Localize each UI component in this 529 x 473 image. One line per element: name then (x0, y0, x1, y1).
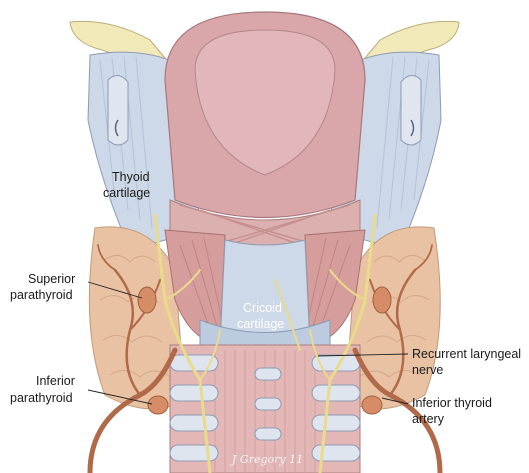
label-inferior-thyroid-artery-1: Inferior thyroid (412, 396, 492, 410)
label-recurrent-laryngeal-1: Recurrent laryngeal (412, 347, 521, 361)
label-thyroid-cartilage-2: cartilage (103, 186, 150, 200)
label-cricoid-cartilage-2: cartilage (237, 317, 284, 331)
label-cricoid-cartilage-1: Cricoid (243, 301, 282, 315)
label-inferior-parathyroid-2: parathyroid (10, 391, 73, 405)
artist-signature: J Gregory 11 (230, 453, 303, 466)
label-inferior-parathyroid-1: Inferior (36, 374, 75, 388)
epiglottis (165, 12, 365, 218)
label-inferior-thyroid-artery-2: artery (412, 412, 445, 426)
label-superior-parathyroid-1: Superior (28, 272, 75, 286)
label-recurrent-laryngeal-2: nerve (412, 363, 443, 377)
label-thyroid-cartilage-1: Thyoid (112, 170, 150, 184)
label-superior-parathyroid-2: parathyroid (10, 288, 73, 302)
